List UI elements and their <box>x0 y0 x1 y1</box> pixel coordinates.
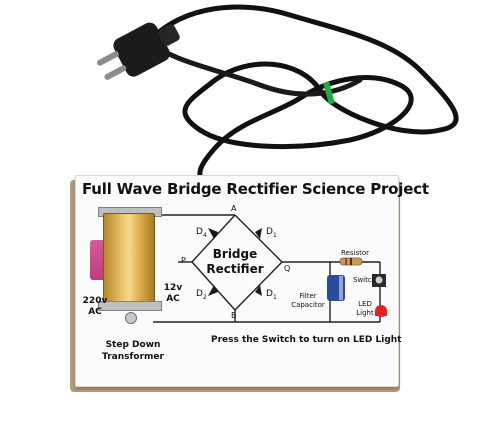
resistor-label: Resistor <box>341 249 369 257</box>
mounting-screw <box>125 312 137 324</box>
diode-d2-label: D2 <box>196 289 207 301</box>
diode-d1-bottom-index: 1 <box>272 293 277 301</box>
input-voltage-text: 220v <box>82 296 108 306</box>
cable-tie <box>323 81 335 105</box>
transformer-bracket-bottom <box>98 301 162 311</box>
output-voltage-label: 12v AC <box>160 283 186 305</box>
diode-d4-index: 4 <box>202 231 207 239</box>
transformer-line2: Transformer <box>102 352 164 362</box>
switch-label: Switch <box>353 276 377 284</box>
board-title: Full Wave Bridge Rectifier Science Proje… <box>82 180 429 198</box>
output-type-text: AC <box>166 294 180 304</box>
node-q-label: Q <box>284 264 291 273</box>
diode-d1-bottom-letter: D <box>266 289 273 299</box>
filter-line1: Filter <box>299 292 317 300</box>
node-b-label: B <box>231 311 237 320</box>
led-label: LED Light <box>354 300 376 318</box>
diode-symbols <box>208 228 262 296</box>
input-voltage-label: 220v AC <box>80 296 110 318</box>
diode-d4-label: D4 <box>196 227 207 239</box>
diode-d1-top-letter: D <box>266 227 273 237</box>
diode-d1-top-label: D1 <box>266 227 277 239</box>
filter-capacitor-label: Filter Capacitor <box>288 292 328 310</box>
diode-d1-top-index: 1 <box>272 231 277 239</box>
bridge-edge-a-q <box>234 214 283 263</box>
cable-tail-path <box>147 37 363 97</box>
bridge-edge-q-b <box>234 261 283 311</box>
input-type-text: AC <box>88 307 102 317</box>
diode-d2-index: 2 <box>202 293 207 301</box>
cable-path <box>147 4 459 150</box>
diode-d1-bottom-label: D1 <box>266 289 277 301</box>
led-line1: LED <box>358 300 372 308</box>
node-p-label: P <box>181 256 186 265</box>
output-voltage-text: 12v <box>163 283 183 293</box>
step-down-transformer <box>103 213 155 308</box>
bridge-edge-a-p <box>191 214 236 263</box>
diode-d2-letter: D <box>196 289 203 299</box>
bridge-line2: Rectifier <box>206 262 264 276</box>
bridge-line1: Bridge <box>212 247 258 261</box>
transformer-label: Step Down Transformer <box>96 339 170 363</box>
bridge-rectifier-label: Bridge Rectifier <box>202 247 268 277</box>
node-a-label: A <box>231 204 237 213</box>
transformer-line1: Step Down <box>105 340 161 350</box>
filter-line2: Capacitor <box>291 301 325 309</box>
power-plug <box>96 22 180 80</box>
led-line2: Light <box>356 309 374 317</box>
instruction-text: Press the Switch to turn on LED Light <box>211 335 402 345</box>
diode-d4-letter: D <box>196 227 203 237</box>
cable-loop-path <box>197 75 414 188</box>
